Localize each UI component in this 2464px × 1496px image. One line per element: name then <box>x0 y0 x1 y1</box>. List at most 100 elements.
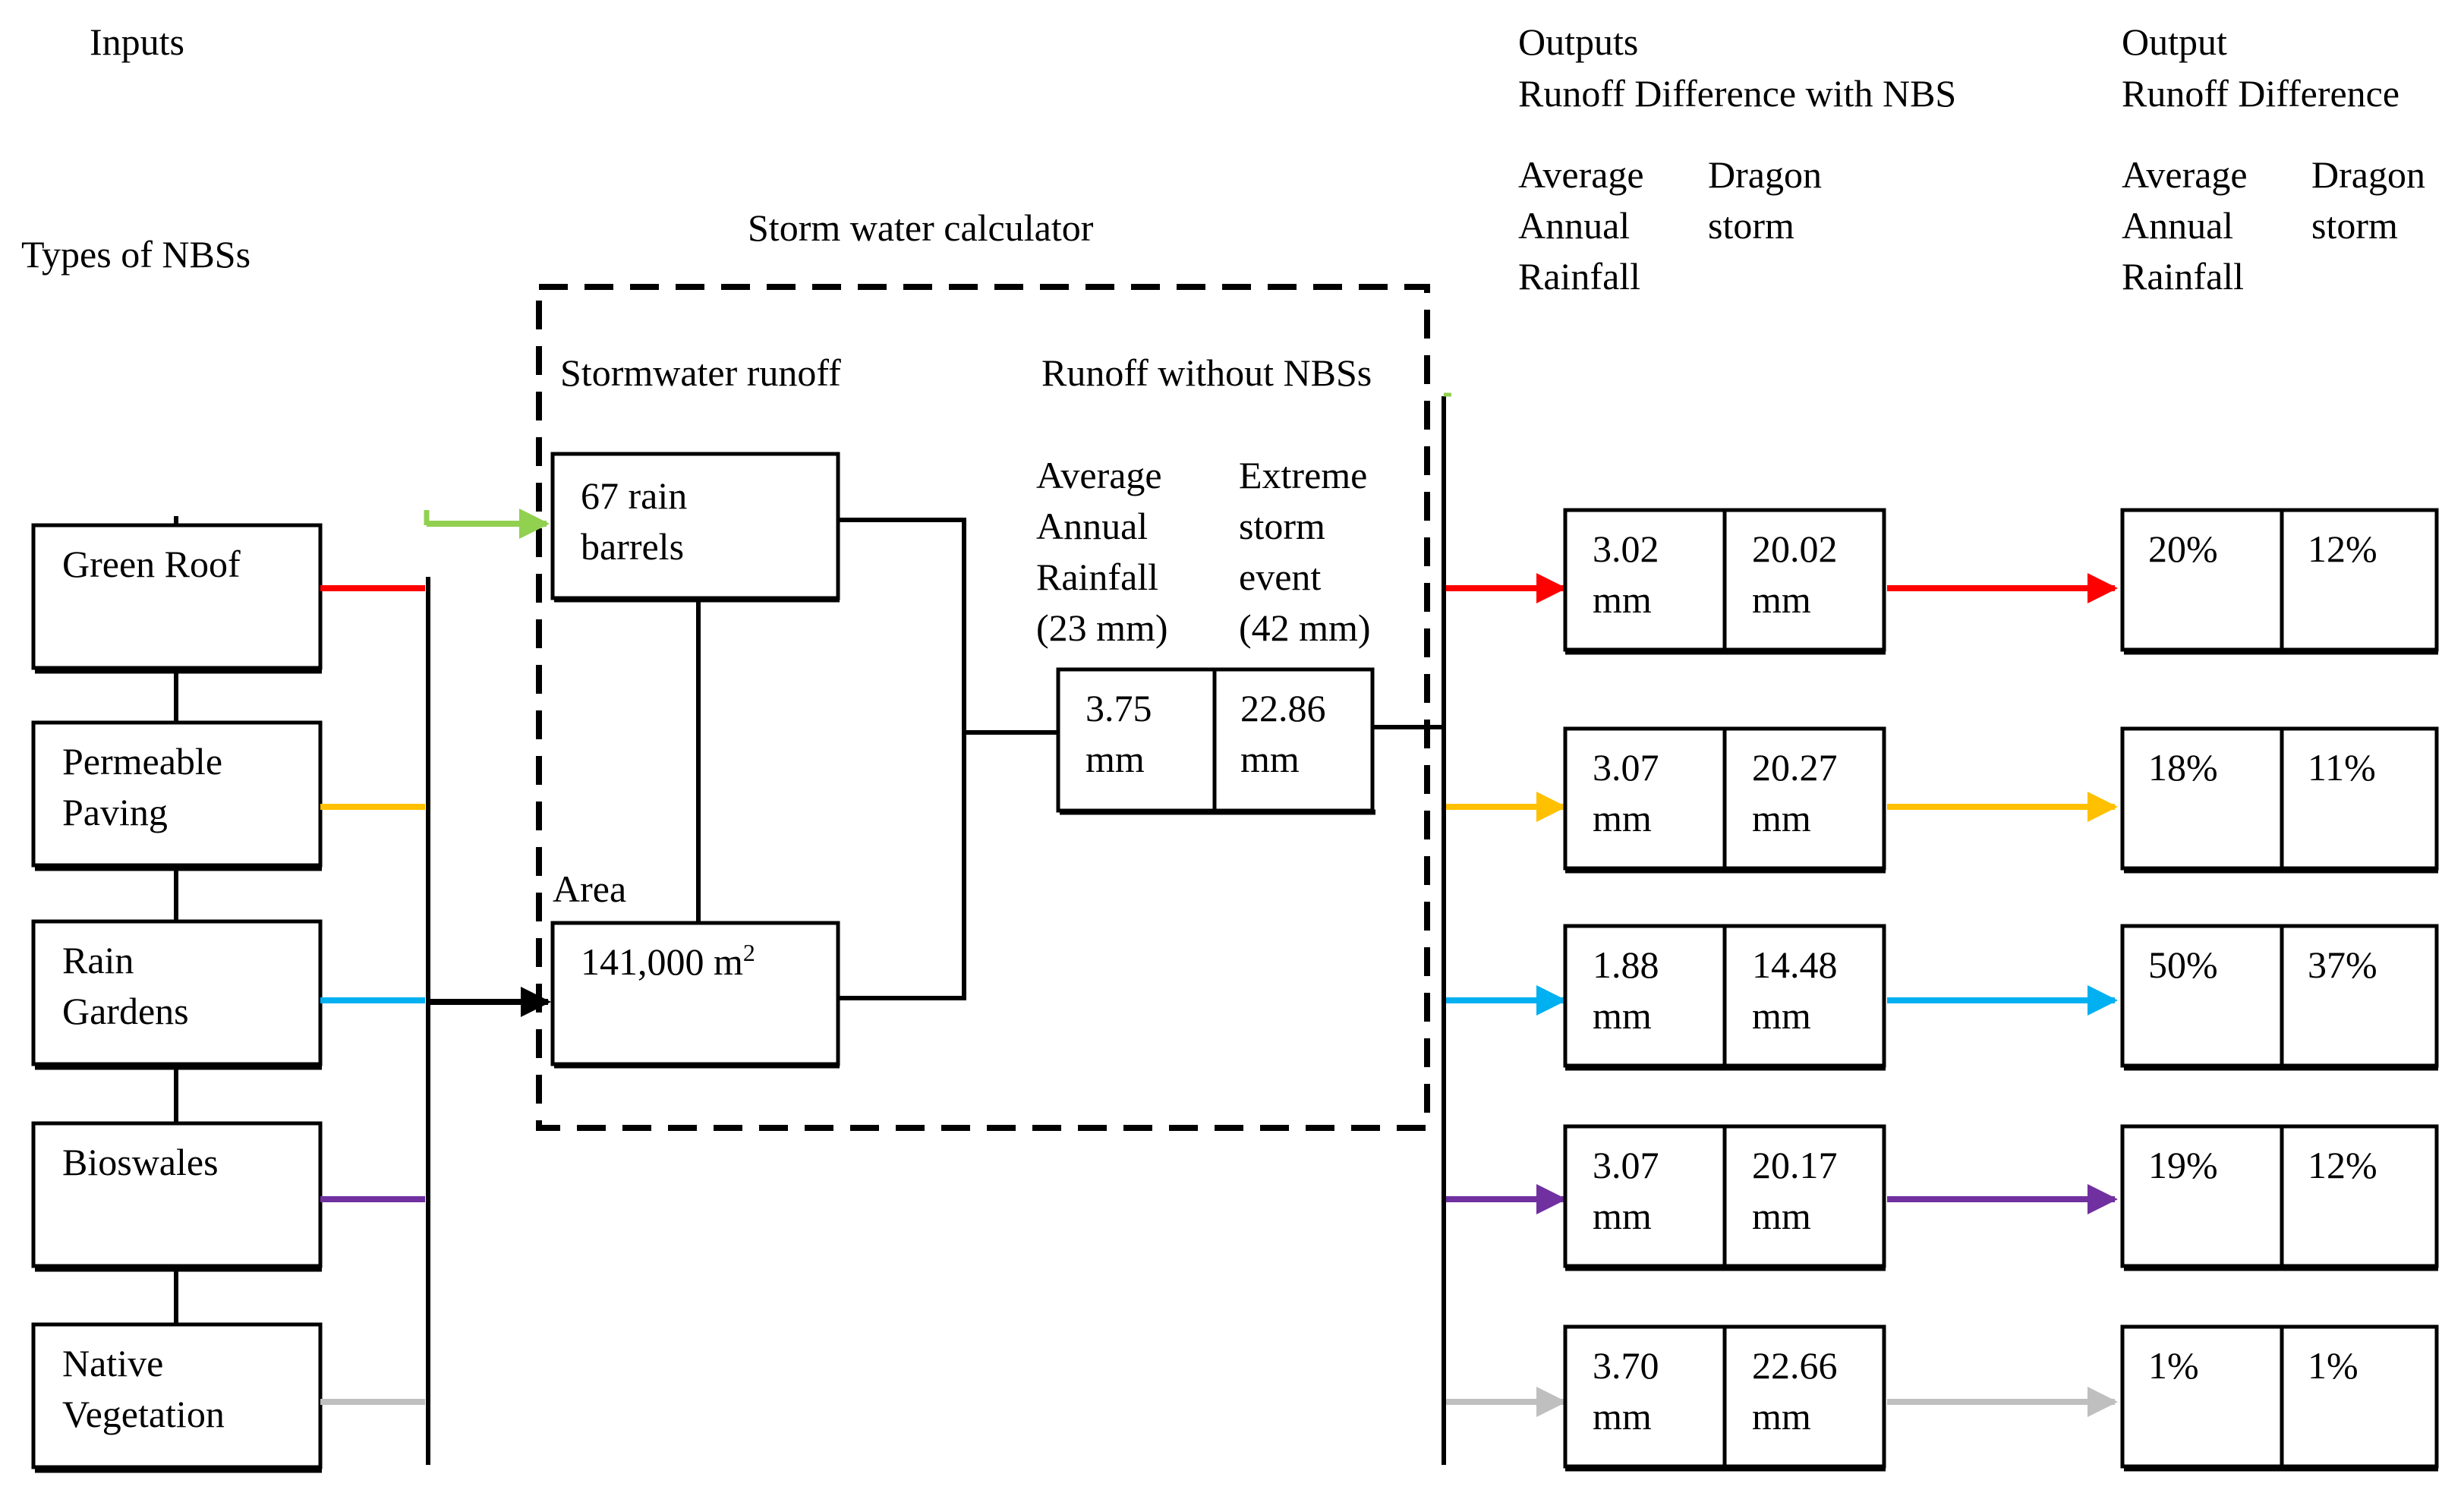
storm-mm-cell <box>1722 726 1886 871</box>
avg-pct-cell <box>2120 924 2284 1068</box>
nbs-type-label: Green Roof <box>62 543 241 585</box>
svg-text:storm: storm <box>1239 505 1325 547</box>
storm-pct-cell <box>2280 1124 2439 1268</box>
avg-mm-unit: mm <box>1593 994 1652 1037</box>
svg-text:Dragon: Dragon <box>2311 153 2425 196</box>
svg-text:Extreme: Extreme <box>1239 454 1367 496</box>
nbs-type-label: Gardens <box>62 990 189 1032</box>
avg-mm-value: 3.07 <box>1593 1144 1659 1186</box>
avg-pct-cell <box>2120 1324 2284 1469</box>
nbs-type-label: Permeable <box>62 740 222 783</box>
output-pct-storm-col-heading: Dragon storm <box>2311 153 2425 247</box>
storm-pct-value: 1% <box>2308 1344 2358 1387</box>
storm-pct-cell <box>2280 1324 2439 1469</box>
baseline-avg-unit: mm <box>1085 738 1145 780</box>
avg-pct-cell <box>2120 1124 2284 1268</box>
nbs-output-row: 3.07 mm 20.27 mm 18% 11% <box>320 726 2439 874</box>
svg-text:Average: Average <box>1518 153 1644 196</box>
baseline-storm-value: 22.86 <box>1240 687 1326 729</box>
storm-mm-value: 20.27 <box>1752 746 1838 789</box>
storm-pct-cell <box>2280 924 2439 1068</box>
svg-text:(42 mm): (42 mm) <box>1239 606 1371 649</box>
inputs-header: Inputs <box>90 20 184 63</box>
avg-pct-value: 1% <box>2148 1344 2199 1387</box>
nbs-box-frame <box>31 1121 323 1268</box>
avg-pct-value: 50% <box>2148 943 2218 986</box>
nbs-type-label: Rain <box>62 939 134 981</box>
avg-mm-value: 3.02 <box>1593 528 1659 570</box>
storm-pct-value: 11% <box>2308 746 2376 789</box>
storm-mm-cell <box>1722 924 1886 1068</box>
outputs-subheader: Runoff Difference with NBS <box>1518 72 1956 115</box>
storm-pct-value: 37% <box>2308 943 2377 986</box>
nbs-box-frame <box>31 919 323 1066</box>
avg-pct-value: 18% <box>2148 746 2218 789</box>
avg-mm-value: 1.88 <box>1593 943 1659 986</box>
svg-text:Rainfall: Rainfall <box>1036 556 1158 598</box>
stormwater-runoff-label: Stormwater runoff <box>560 351 841 394</box>
avg-pct-value: 20% <box>2148 528 2218 570</box>
avg-mm-cell <box>1563 726 1727 871</box>
svg-text:Annual: Annual <box>1518 204 1630 247</box>
storm-mm-value: 22.66 <box>1752 1344 1838 1387</box>
storm-mm-unit: mm <box>1752 797 1811 839</box>
barrel-to-combiner <box>838 518 966 1000</box>
storm-mm-unit: mm <box>1752 578 1811 621</box>
nbs-type-label: Vegetation <box>62 1393 225 1435</box>
nbs-box-frame <box>31 720 323 868</box>
svg-text:Dragon: Dragon <box>1708 153 1822 196</box>
svg-text:storm: storm <box>2311 204 2398 247</box>
svg-text:Average: Average <box>2122 153 2248 196</box>
area-label: Area <box>553 868 626 910</box>
avg-mm-value: 3.07 <box>1593 746 1659 789</box>
nbs-type-label: Bioswales <box>62 1141 219 1183</box>
area-unit-superscript: 2 <box>743 939 755 966</box>
output-subheader: Runoff Difference <box>2122 72 2399 115</box>
storm-pct-value: 12% <box>2308 528 2377 570</box>
avg-pct-value: 19% <box>2148 1144 2218 1186</box>
avg-mm-cell <box>1563 508 1727 652</box>
outputs-storm-col-heading: Dragon storm <box>1708 153 1822 247</box>
baseline-storm-cell <box>1212 667 1375 813</box>
avg-mm-cell <box>1563 1124 1727 1268</box>
baseline-avg-value: 3.75 <box>1085 687 1152 729</box>
output-header: Output <box>2122 20 2227 63</box>
nbs-type-label: Paving <box>62 791 168 833</box>
runoff-without-nbs-label: Runoff without NBSs <box>1041 351 1372 394</box>
svg-text:Annual: Annual <box>2122 204 2233 247</box>
storm-pct-value: 12% <box>2308 1144 2377 1186</box>
calculator-title: Storm water calculator <box>748 206 1094 249</box>
rain-barrels-text-2: barrels <box>581 525 684 568</box>
output-pct-avg-col-heading: Average Annual Rainfall <box>2122 153 2248 298</box>
avg-pct-cell <box>2120 508 2284 652</box>
storm-mm-cell <box>1722 1124 1886 1268</box>
storm-mm-unit: mm <box>1752 994 1811 1037</box>
svg-text:event: event <box>1239 556 1321 598</box>
storm-mm-unit: mm <box>1752 1195 1811 1237</box>
avg-mm-unit: mm <box>1593 797 1652 839</box>
nbs-box-frame <box>31 1322 323 1469</box>
rain-barrels-box <box>550 452 840 600</box>
svg-text:storm: storm <box>1708 204 1794 247</box>
nbs-type-box: Bioswales <box>31 1121 323 1272</box>
types-of-nbs-header: Types of NBSs <box>21 233 250 276</box>
avg-mm-cell <box>1563 1324 1727 1469</box>
nbs-box-frame <box>31 523 323 670</box>
nbs-type-box: Green Roof <box>31 523 323 674</box>
storm-mm-cell <box>1722 508 1886 652</box>
outputs-header: Outputs <box>1518 20 1638 63</box>
outputs-avg-col-heading: Average Annual Rainfall <box>1518 153 1644 298</box>
area-value: 141,000 m2 <box>581 939 755 983</box>
baseline-storm-unit: mm <box>1240 738 1300 780</box>
storm-mm-value: 20.02 <box>1752 528 1838 570</box>
area-box <box>550 921 840 1066</box>
avg-mm-value: 3.70 <box>1593 1344 1659 1387</box>
